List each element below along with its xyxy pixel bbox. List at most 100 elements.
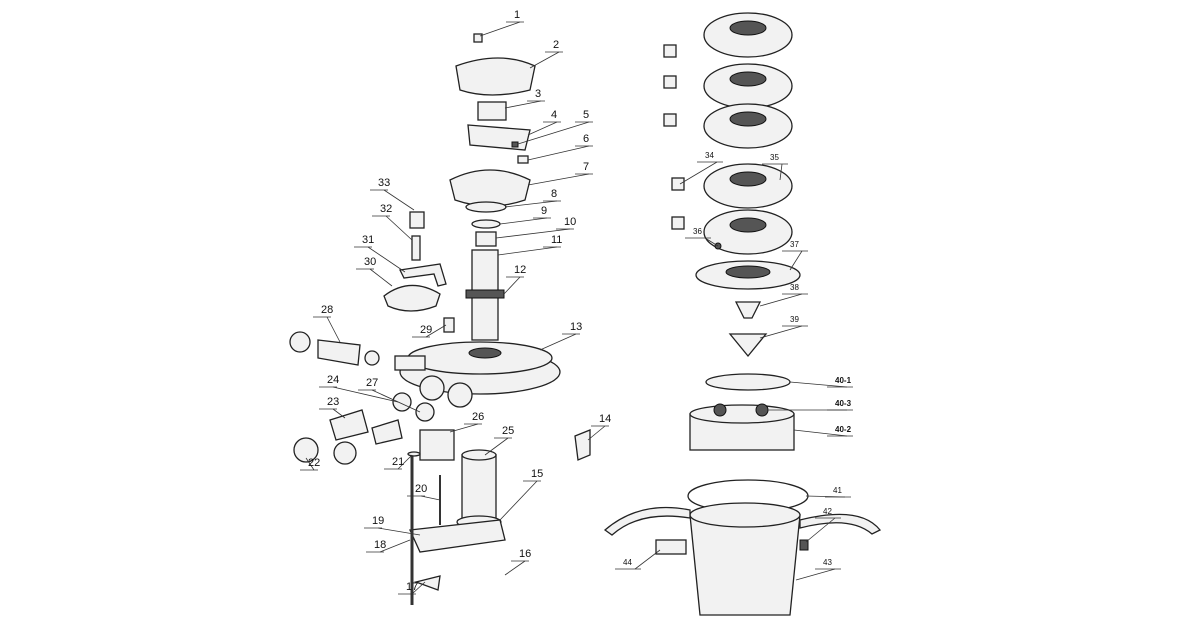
part-number-label: 11 (551, 234, 562, 246)
part-number-label: 6 (583, 133, 589, 145)
part-outlet-b (447, 382, 473, 408)
part-ring-28 (364, 350, 380, 366)
part-5 (511, 141, 519, 148)
leader-line (759, 325, 803, 339)
part-44 (655, 539, 687, 555)
sponge-hole (729, 71, 767, 87)
part-clamp-12 (465, 289, 505, 299)
part-number-label: 40-1 (835, 376, 852, 385)
part-number-label: 37 (790, 240, 799, 249)
leader-line (332, 386, 399, 403)
leader-line (529, 51, 560, 69)
part-clamp-right (799, 513, 882, 535)
part-number-label: 38 (790, 283, 799, 292)
part-number-label: 40-2 (835, 425, 852, 434)
leader-line (634, 549, 661, 570)
part-number-label: 21 (392, 456, 404, 468)
leader-line (484, 437, 509, 456)
part-number-label: 2 (553, 39, 559, 51)
part-number-label: 7 (583, 161, 589, 173)
part-10 (475, 231, 497, 247)
part-plate-37-center (725, 265, 771, 279)
part-number-label: 10 (564, 216, 576, 228)
part-number-label: 36 (693, 227, 702, 236)
part-container-43 (689, 514, 801, 616)
part-number-label: 9 (541, 205, 547, 217)
leader-line (383, 189, 415, 211)
leader-line (377, 527, 421, 536)
part-lever-31 (399, 263, 447, 287)
part-number-label: 22 (308, 457, 320, 469)
part-number-label: 31 (362, 234, 374, 246)
leader-line (305, 457, 315, 471)
part-inlet (394, 355, 426, 371)
leader-line (539, 333, 577, 351)
part-nut-22b (333, 441, 357, 465)
pump-head-assembly (289, 33, 591, 605)
part-42 (799, 539, 809, 551)
part-6 (517, 155, 529, 164)
leader-line (499, 480, 538, 521)
clip (663, 113, 677, 127)
part-grid-40-1 (705, 373, 791, 391)
part-number-label: 30 (364, 256, 376, 268)
part-ball-40-3 (713, 403, 727, 417)
part-14 (574, 429, 591, 461)
part-number-label: 15 (531, 468, 543, 480)
leader-line (759, 293, 803, 307)
part-nut-28 (289, 331, 311, 353)
part-outlet-a (419, 375, 445, 401)
leader-line (504, 100, 542, 109)
sponge-hole (729, 20, 767, 36)
sponge-hole (729, 217, 767, 233)
part-number-label: 24 (327, 374, 339, 386)
part-21 (407, 451, 421, 457)
part-ring-27 (415, 402, 435, 422)
clip (671, 177, 685, 191)
part-screw-1 (473, 33, 483, 43)
part-number-label: 34 (705, 151, 714, 160)
leader-line (449, 423, 479, 433)
leader-line (789, 381, 848, 388)
leader-line (379, 539, 411, 553)
part-number-label: 4 (551, 109, 557, 121)
part-ring-24 (392, 392, 412, 412)
part-tube-25-top (461, 449, 497, 461)
part-hose-28 (317, 339, 361, 366)
clip (663, 44, 677, 58)
part-32 (411, 235, 421, 261)
leader-line (371, 389, 421, 413)
leader-line (527, 173, 590, 186)
part-number-label: 1 (514, 9, 520, 21)
part-29 (443, 317, 455, 333)
part-number-label: 12 (514, 264, 526, 276)
part-number-label: 41 (833, 486, 842, 495)
leader-line (499, 217, 548, 225)
part-number-label: 27 (366, 377, 378, 389)
leader-line (326, 316, 341, 343)
leader-line (795, 568, 836, 581)
part-number-label: 28 (321, 304, 333, 316)
part-33 (409, 211, 425, 229)
part-number-label: 26 (472, 411, 484, 423)
part-number-label: 8 (551, 188, 557, 200)
part-hose-23b (371, 419, 403, 445)
part-ball-40-3b (755, 403, 769, 417)
part-number-label: 33 (378, 177, 390, 189)
leader-line (503, 276, 521, 295)
part-number-label: 13 (570, 321, 582, 333)
part-nut-22a (293, 437, 319, 463)
part-number-label: 35 (770, 153, 779, 162)
filter-assembly (603, 12, 882, 616)
leader-line (587, 425, 606, 441)
leader-line (367, 246, 406, 273)
part-number-label: 14 (599, 413, 611, 425)
part-number-label: 18 (374, 539, 386, 551)
part-17 (413, 575, 441, 591)
leader-line (517, 121, 590, 145)
leader-line (504, 200, 558, 208)
part-hose-23a (329, 409, 369, 441)
part-number-label: 42 (823, 507, 832, 516)
leader-line (369, 268, 393, 287)
